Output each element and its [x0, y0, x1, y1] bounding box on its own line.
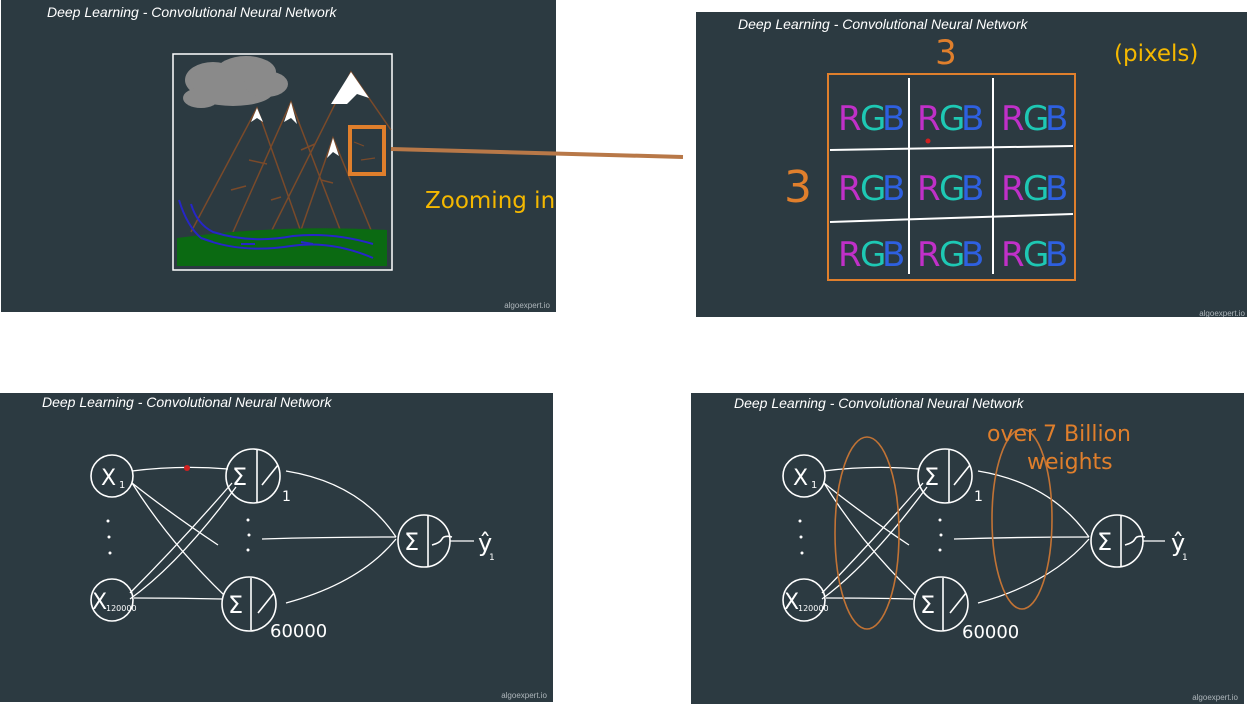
panel-network: Deep Learning - Convolutional Neural Net…	[0, 393, 553, 702]
connections	[129, 466, 474, 604]
weights-ellipse-first	[834, 436, 900, 630]
panel-network-weights: Deep Learning - Convolutional Neural Net…	[691, 393, 1244, 704]
pixel-channel-r: R	[838, 169, 862, 209]
pixel-channel-r: R	[917, 235, 941, 275]
input-node-first	[90, 454, 134, 498]
input-node-last	[782, 578, 826, 622]
pixels-label: (pixels)	[1114, 41, 1199, 67]
pixel-channel-b: B	[1045, 99, 1068, 139]
connections	[821, 466, 1165, 604]
pixel-channel-g: G	[860, 169, 886, 209]
watermark: algoexpert.io	[1192, 693, 1238, 702]
pixel-channel-b: B	[961, 99, 984, 139]
hidden-ellipsis	[246, 518, 251, 552]
output-sigma: Σ	[1097, 528, 1112, 556]
picture-frame	[172, 53, 393, 271]
input-node-first	[782, 454, 826, 498]
pixel-channel-r: R	[917, 99, 941, 139]
output-label: ŷ	[478, 529, 492, 557]
hidden-node-first	[917, 448, 973, 504]
pixel-channel-b: B	[1045, 235, 1068, 275]
panel-title: Deep Learning - Convolutional Neural Net…	[734, 395, 1024, 411]
river	[178, 199, 374, 259]
snow-caps	[251, 72, 369, 158]
hidden-node-last	[221, 576, 277, 632]
input-last-label: X	[92, 590, 107, 615]
pixel-channel-r: R	[1001, 99, 1025, 139]
input-first-sub: 1	[811, 480, 817, 491]
pixel-channel-b: B	[961, 169, 984, 209]
pixel-channel-b: B	[882, 235, 905, 275]
pixel-channel-g: G	[860, 235, 886, 275]
input-last-sub: 120000	[798, 604, 829, 613]
pixel-channel-r: R	[838, 235, 862, 275]
grid-outline	[827, 73, 1076, 281]
pixel-channel-r: R	[1001, 235, 1025, 275]
grid-height-label: 3	[784, 162, 812, 213]
grid-width-label: 3	[935, 33, 957, 73]
cloud-shape	[183, 56, 288, 108]
pixel-channel-g: G	[1023, 169, 1049, 209]
hidden-node-first	[225, 448, 281, 504]
hidden-last-count: 60000	[962, 622, 1019, 643]
weights-ellipse-second	[991, 428, 1053, 610]
pixel-channel-b: B	[882, 169, 905, 209]
input-first-label: X	[793, 466, 808, 491]
output-sub: 1	[489, 553, 495, 563]
output-sub: 1	[1182, 553, 1188, 563]
hidden-first-sigma: Σ	[924, 463, 939, 491]
input-ellipsis	[106, 519, 112, 555]
hidden-node-last	[913, 576, 969, 632]
watermark: algoexpert.io	[501, 691, 547, 700]
input-node-last	[90, 578, 134, 622]
hidden-last-sigma: Σ	[228, 591, 243, 619]
hidden-first-index: 1	[974, 489, 983, 505]
output-node	[397, 514, 451, 568]
hidden-last-sigma: Σ	[920, 591, 935, 619]
pixel-channel-b: B	[1045, 169, 1068, 209]
hidden-ellipsis	[938, 518, 943, 552]
hidden-first-index: 1	[282, 489, 291, 505]
pixel-channel-r: R	[1001, 169, 1025, 209]
pixel-channel-g: G	[1023, 99, 1049, 139]
input-first-label: X	[101, 466, 116, 491]
output-sigma: Σ	[404, 528, 419, 556]
hidden-last-count: 60000	[270, 621, 327, 642]
network-weights-diagram: X 1 X 120000 Σ Σ Σ 1 60000 ŷ 1 over 7 Bi…	[782, 422, 1188, 643]
annotation-line2: weights	[1027, 450, 1113, 475]
landscape-drawing	[172, 53, 393, 271]
cursor-dot	[184, 465, 190, 471]
pixel-channel-r: R	[917, 169, 941, 209]
pixel-channel-g: G	[1023, 235, 1049, 275]
input-first-sub: 1	[119, 480, 125, 491]
input-ellipsis	[798, 519, 804, 555]
panel-title: Deep Learning - Convolutional Neural Net…	[738, 16, 1028, 32]
pixel-channel-b: B	[961, 235, 984, 275]
zoom-box	[348, 125, 386, 176]
zoom-label: Zooming in:	[425, 188, 556, 214]
pixel-channel-g: G	[939, 99, 965, 139]
annotation-line1: over 7 Billion	[987, 422, 1131, 447]
hidden-first-sigma: Σ	[232, 463, 247, 491]
pixel-channel-g: G	[860, 99, 886, 139]
watermark: algoexpert.io	[1199, 309, 1245, 317]
panel-title: Deep Learning - Convolutional Neural Net…	[42, 394, 332, 410]
panel-title: Deep Learning - Convolutional Neural Net…	[47, 4, 337, 20]
pixel-channel-b: B	[882, 99, 905, 139]
input-last-sub: 120000	[106, 604, 137, 613]
pixel-channel-g: G	[939, 235, 965, 275]
output-node	[1090, 514, 1144, 568]
input-last-label: X	[784, 590, 799, 615]
panel-pixel-grid: Deep Learning - Convolutional Neural Net…	[696, 12, 1247, 317]
cursor-dot	[925, 138, 931, 144]
network-diagram: X 1 X 120000 Σ Σ Σ 1 60000 ŷ 1	[90, 448, 495, 642]
pixel-channel-r: R	[838, 99, 862, 139]
panel-landscape: Deep Learning - Convolutional Neural Net…	[1, 0, 556, 312]
grid-lines	[829, 78, 1074, 274]
pixel-channel-g: G	[939, 169, 965, 209]
watermark: algoexpert.io	[504, 301, 550, 310]
output-label: ŷ	[1171, 529, 1185, 557]
